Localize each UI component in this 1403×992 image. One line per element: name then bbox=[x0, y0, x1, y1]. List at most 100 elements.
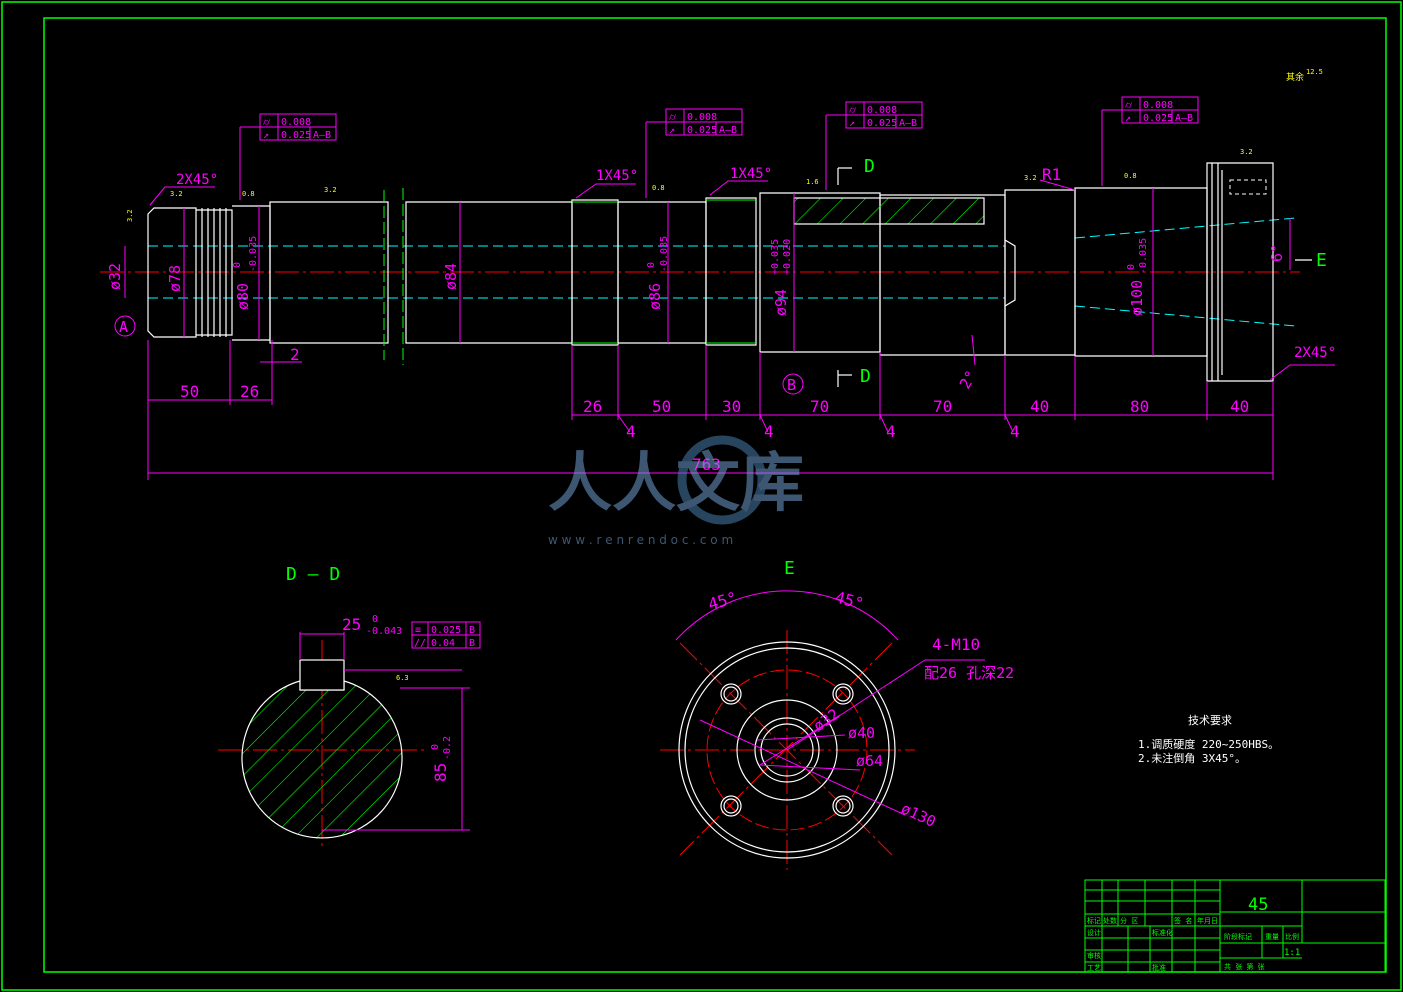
section-dd-title: D — D bbox=[286, 564, 340, 585]
watermark-text: 人人文库 bbox=[548, 447, 804, 521]
fcf-icon-3a: ⌭ bbox=[849, 105, 857, 116]
dim-d100-tol-bot: -0.035 bbox=[1138, 238, 1149, 274]
rough-5: 1.6 bbox=[806, 178, 819, 186]
datum-a: A bbox=[119, 318, 128, 336]
datum-b: B bbox=[787, 376, 796, 394]
keytol-2-val: 0.04 bbox=[431, 638, 455, 649]
watermark-url: w w w . r e n r e n d o c . c o m bbox=[548, 533, 733, 547]
tb-sheets: 共 张 第 张 bbox=[1224, 962, 1265, 971]
fcf-icon-3b: ↗ bbox=[849, 118, 855, 129]
datum-a-circle bbox=[114, 315, 136, 337]
angle-taper: 6° bbox=[1268, 244, 1286, 262]
len-5: 30 bbox=[722, 397, 741, 416]
keyway-section bbox=[793, 197, 985, 225]
end-d130: ø130 bbox=[898, 799, 938, 831]
tb-weight: 重量 bbox=[1265, 933, 1279, 941]
tb-scale-value: 1:1 bbox=[1284, 948, 1300, 958]
shaft-view bbox=[100, 96, 1335, 480]
keytol-1-sym: ≡ bbox=[415, 625, 421, 636]
fcf-1-runout: 0.008 bbox=[281, 117, 311, 128]
len-4: 50 bbox=[652, 397, 671, 416]
fcf-icon-4b: ↗ bbox=[1125, 113, 1131, 124]
taper-hidden-bottom bbox=[1074, 305, 1296, 327]
angle-2deg: 2° bbox=[956, 367, 981, 392]
req-line1: 1.调质硬度 220~250HBS。 bbox=[1138, 737, 1279, 751]
material: 45 bbox=[1248, 895, 1268, 915]
dim-d86-tol-bot: -0.035 bbox=[659, 236, 670, 272]
mark-4-b: 4 bbox=[764, 422, 774, 441]
len-7: 70 bbox=[933, 397, 952, 416]
keytol-1-ref: B bbox=[469, 625, 475, 636]
tb-review: 审核 bbox=[1087, 951, 1101, 960]
dim-d80-tol-top: 0 bbox=[232, 262, 243, 268]
fcf-1-position: 0.025 bbox=[281, 130, 311, 141]
len-8: 40 bbox=[1030, 397, 1049, 416]
dim-d84: ø84 bbox=[442, 263, 460, 290]
key-tol-top: 0 bbox=[372, 614, 378, 625]
tb-scale: 比例 bbox=[1285, 932, 1299, 941]
view-e-title: E bbox=[784, 558, 795, 579]
len-0: 50 bbox=[180, 382, 199, 401]
fcf-icon-2a: ⌭ bbox=[669, 112, 677, 123]
len-6: 70 bbox=[810, 397, 829, 416]
section-mark-top: D bbox=[864, 156, 875, 177]
end-angle-l: 45° bbox=[706, 588, 739, 614]
end-d64: ø64 bbox=[856, 752, 883, 770]
dim-overall: 763 bbox=[692, 455, 721, 474]
inner-border bbox=[43, 17, 1387, 973]
dim-d100: ø100 bbox=[1128, 280, 1146, 316]
end-angle-r: 45° bbox=[833, 588, 866, 614]
tb-sign: 签 名 bbox=[1174, 916, 1192, 925]
threaded-hole bbox=[1229, 179, 1267, 195]
keytol-1-val: 0.025 bbox=[431, 625, 461, 636]
tb-count: 处数 bbox=[1103, 916, 1117, 925]
rough-6: 3.2 bbox=[1024, 174, 1037, 182]
fcf-icon-2b: ↗ bbox=[669, 125, 675, 136]
end-thread-note: 配26 孔深22 bbox=[924, 664, 1014, 682]
rough-3: 3.2 bbox=[324, 186, 337, 194]
rough-0: 3.2 bbox=[126, 209, 134, 222]
fcf-2-runout: 0.008 bbox=[687, 112, 717, 123]
depth-tol-top: 0 bbox=[430, 744, 441, 750]
tb-standard: 标准化 bbox=[1152, 928, 1173, 937]
view-mark-e: E bbox=[1316, 250, 1327, 271]
keytol-2-ref: B bbox=[469, 638, 475, 649]
rough-7: 0.8 bbox=[1124, 172, 1137, 180]
radius-r1: R1 bbox=[1042, 165, 1061, 184]
dim-d78: ø78 bbox=[166, 265, 184, 292]
fcf-1-ref: A–B bbox=[313, 130, 331, 141]
fcf-icon-1a: ⌭ bbox=[263, 117, 271, 128]
fcf-4-position: 0.025 bbox=[1143, 113, 1173, 124]
dim-d94-tol-bot: +0.020 bbox=[782, 239, 793, 275]
len-3: 26 bbox=[583, 397, 602, 416]
fcf-icon-4a: ⌭ bbox=[1125, 100, 1133, 111]
dim-d32: ø32 bbox=[106, 263, 124, 290]
key-tol-bot: -0.043 bbox=[366, 626, 402, 637]
section-dd bbox=[218, 621, 481, 850]
key-width: 25 bbox=[342, 615, 361, 634]
end-d40: ø40 bbox=[848, 724, 875, 742]
tb-design: 设计 bbox=[1087, 928, 1101, 937]
section-dd-circle bbox=[241, 680, 403, 839]
keytol-2-sym: // bbox=[414, 638, 426, 649]
fcf-icon-1b: ↗ bbox=[263, 130, 269, 141]
dim-d80: ø80 bbox=[234, 283, 252, 310]
len-2: 2 bbox=[290, 345, 300, 364]
watermark-logo-icon bbox=[677, 435, 767, 525]
mark-4-d: 4 bbox=[1010, 422, 1020, 441]
fcf-3-ref: A–B bbox=[899, 118, 917, 129]
watermark: 人人文库 w w w . r e n r e n d o c . c o m bbox=[548, 435, 804, 547]
dim-d86-tol-top: 0 bbox=[646, 262, 657, 268]
tb-mark: 标记 bbox=[1087, 916, 1101, 925]
fcf-4-runout: 0.008 bbox=[1143, 100, 1173, 111]
fcf-3-position: 0.025 bbox=[867, 118, 897, 129]
rough-9: 12.5 bbox=[1306, 68, 1323, 76]
fcf-4-ref: A–B bbox=[1175, 113, 1193, 124]
dim-d100-tol-top: 0 bbox=[1126, 264, 1137, 270]
rough-1: 3.2 bbox=[170, 190, 183, 198]
title-block bbox=[1084, 879, 1386, 973]
len-1: 26 bbox=[240, 382, 259, 401]
taper-hidden-top bbox=[1074, 217, 1296, 239]
tb-approve: 批准 bbox=[1152, 963, 1166, 972]
